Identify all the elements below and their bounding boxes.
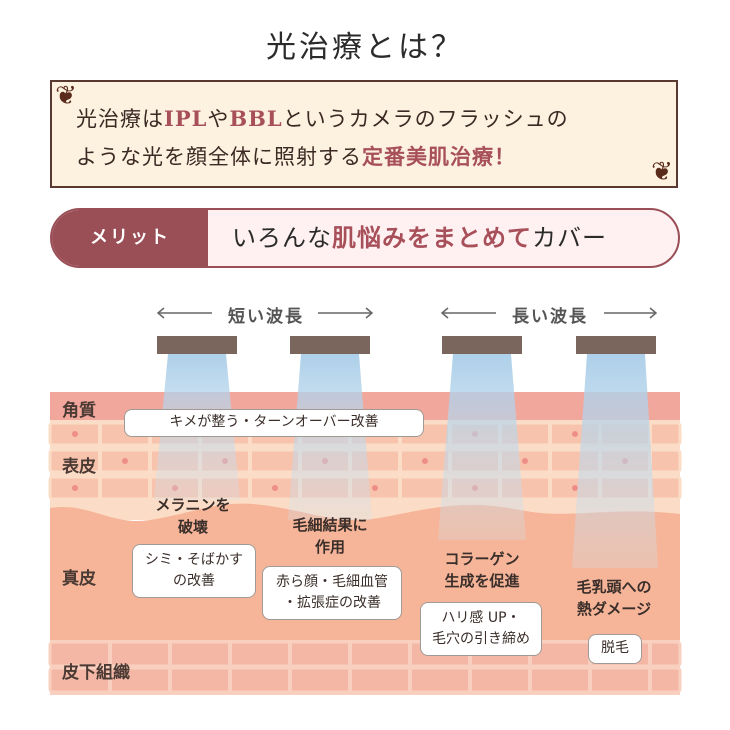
merit-text-part: カバー (532, 224, 607, 252)
subcutaneous-cells (48, 640, 682, 694)
hair-callout: 脱毛 (588, 634, 642, 664)
light-beam-2 (288, 354, 372, 520)
intro-highlight: IPL (164, 106, 208, 131)
arrow-right-icon (649, 307, 658, 319)
intro-text-part: ような光を顔全体に照射する (76, 145, 362, 169)
layer-label-horny: 角質 (62, 401, 96, 421)
intro-box: ❦ ❦ 光治療はIPLやBBLというカメラのフラッシュの ような光を顔全体に照射… (50, 80, 678, 188)
corner-ornament-icon: ❦ (55, 81, 77, 111)
corner-ornament-icon: ❦ (651, 157, 673, 187)
intro-text-part: や (207, 107, 230, 131)
light-devices (157, 336, 656, 354)
melanin-note: メラニンを 破壊 (155, 496, 231, 536)
hair-note: 毛乳頭への 熱ダメージ (576, 578, 652, 618)
intro-highlight: BBL (229, 106, 283, 131)
intro-text-part: 光治療は (76, 107, 164, 131)
intro-text: 光治療はIPLやBBLというカメラのフラッシュの ような光を顔全体に照射する定番… (76, 100, 666, 176)
arrow-left-icon (440, 307, 449, 319)
capillary-callout: 赤ら顔・毛細血管 ・拡張症の改善 (262, 566, 402, 620)
capillary-note: 毛細結果に 作用 (292, 516, 368, 556)
merit-banner: メリット いろんな肌悩みをまとめてカバー (50, 208, 680, 268)
short-wavelength-label: 短い波長 (228, 307, 304, 327)
merit-label: メリット (52, 210, 208, 266)
page-title: 光治療とは？ (266, 30, 464, 65)
merit-text: いろんな肌悩みをまとめてカバー (232, 210, 607, 266)
wavelength-arrows (156, 307, 658, 319)
intro-highlight: 定番美肌治療！ (362, 144, 516, 169)
long-wavelength-label: 長い波長 (512, 307, 588, 327)
texture-callout: キメが整う・ターンオーバー改善 (124, 409, 424, 437)
melanin-callout: シミ・そばかす の改善 (132, 544, 256, 598)
light-beam-4 (572, 354, 658, 568)
merit-highlight: 肌悩みをまとめて (332, 223, 532, 252)
collagen-callout: ハリ感 UP・ 毛穴の引き締め (420, 602, 542, 656)
light-beam-3 (438, 354, 526, 540)
arrow-left-icon (156, 307, 165, 319)
layer-label-dermis: 真皮 (62, 569, 96, 589)
merit-text-part: いろんな (232, 224, 332, 252)
arrow-right-icon (365, 307, 374, 319)
layer-label-subcutaneous: 皮下組織 (62, 663, 130, 683)
intro-text-part: というカメラのフラッシュの (282, 107, 569, 131)
layer-label-epidermis: 表皮 (62, 457, 96, 477)
collagen-note: コラーゲン 生成を促進 (444, 550, 520, 590)
